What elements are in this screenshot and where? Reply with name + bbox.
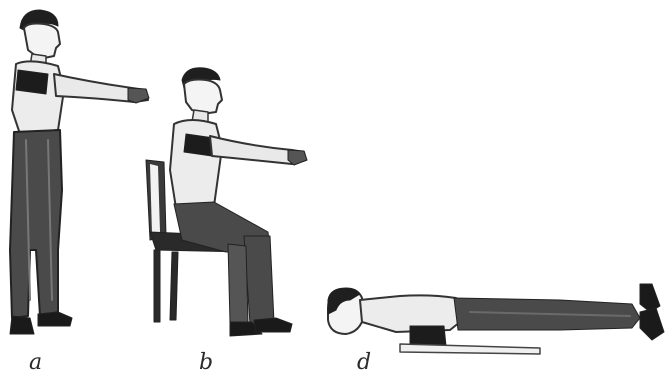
caption-d: d xyxy=(357,352,371,374)
supine-figure xyxy=(328,284,664,354)
caption-a: a xyxy=(29,352,42,374)
standing-figure xyxy=(10,10,149,334)
seated-figure xyxy=(146,68,307,336)
caption-b: b xyxy=(199,352,213,374)
